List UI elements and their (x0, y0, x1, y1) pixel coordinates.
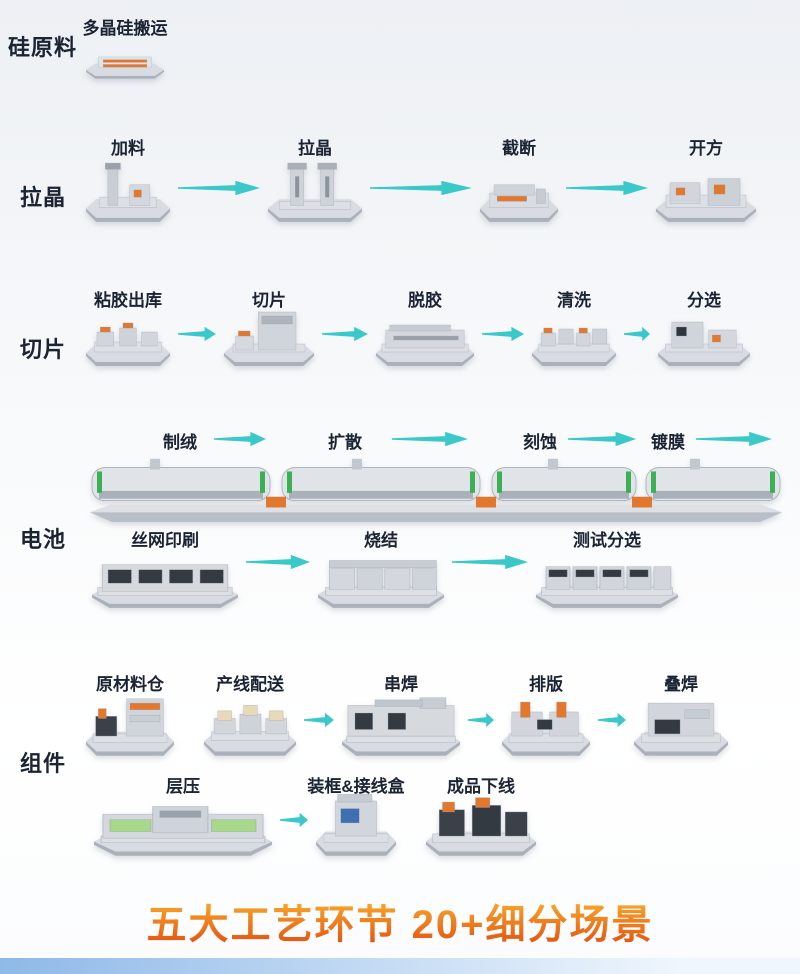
cleaning-machine-icon (532, 306, 616, 368)
wafer-sorting-machine-icon (658, 306, 750, 368)
cutting-machine-icon (480, 160, 558, 224)
layup-robot-machine-icon (502, 690, 590, 758)
flow-arrow-icon (392, 431, 468, 447)
line-delivery-carts-icon (204, 690, 296, 758)
flow-arrow-icon (566, 180, 648, 196)
flow-arrow-icon (624, 326, 650, 342)
step-label: 测试分选 (573, 531, 641, 550)
section-label: 电池 (20, 527, 67, 552)
section-label: 切片 (20, 337, 67, 362)
step-label: 刻蚀 (523, 433, 557, 452)
flow-arrow-icon (322, 326, 368, 342)
flow-arrow-icon (468, 712, 494, 728)
lamination-machine-icon (94, 790, 272, 858)
step-label: 加料 (111, 139, 145, 158)
test-sorting-machine-icon (536, 546, 678, 610)
flow-arrow-icon (178, 326, 216, 342)
step-label: 串焊 (384, 675, 418, 694)
step-label: 制绒 (163, 433, 197, 452)
step-label: 脱胶 (408, 291, 442, 310)
step-label: 清洗 (557, 291, 591, 310)
stack-welding-machine-icon (634, 690, 728, 758)
step-label: 多晶硅搬运 (82, 19, 168, 38)
feeder-machine-icon (86, 160, 170, 224)
page-title: 五大工艺环节 20+细分场景 (0, 892, 800, 950)
flow-arrow-icon (178, 180, 260, 196)
step-label: 原材料仓 (96, 675, 164, 694)
flow-arrow-icon (370, 180, 472, 196)
flow-arrow-icon (304, 712, 334, 728)
flow-arrow-icon (598, 712, 626, 728)
flow-arrow-icon (214, 431, 266, 447)
step-label: 扩散 (328, 433, 362, 452)
section-label: 拉晶 (20, 185, 67, 210)
footer-wave-decoration (0, 958, 800, 974)
glue-outbound-carts-icon (86, 306, 170, 368)
step-label: 丝网印刷 (131, 531, 199, 550)
flow-arrow-icon (452, 554, 528, 570)
step-label: 层压 (166, 777, 200, 796)
polysilicon-pallet-machine-icon (86, 38, 164, 80)
step-label: 切片 (252, 291, 286, 310)
crystal-puller-machine-icon (268, 160, 362, 224)
framing-junction-box-machine-icon (316, 790, 396, 858)
step-label: 产线配送 (216, 675, 284, 694)
section-label: 硅原料 (8, 35, 78, 60)
step-label: 排版 (529, 675, 563, 694)
finished-product-offline-icon (426, 790, 536, 858)
flow-arrow-icon (280, 812, 308, 828)
step-label: 成品下线 (447, 777, 515, 796)
string-welding-machine-icon (342, 690, 460, 758)
squaring-machine-icon (656, 160, 756, 224)
step-label: 烧结 (364, 531, 398, 550)
step-label: 截断 (502, 139, 536, 158)
flow-arrow-icon (696, 431, 772, 447)
degumming-machine-icon (376, 306, 474, 368)
screen-printing-machine-icon (92, 546, 238, 610)
step-label: 拉晶 (298, 139, 332, 158)
step-label: 开方 (689, 139, 723, 158)
step-label: 装框&接线盒 (307, 777, 405, 796)
step-label: 叠焊 (664, 675, 698, 694)
flow-arrow-icon (246, 554, 310, 570)
step-label: 分选 (687, 291, 721, 310)
slicing-machine-icon (224, 306, 314, 368)
raw-material-warehouse-icon (86, 690, 174, 758)
section-label: 组件 (20, 751, 67, 776)
step-label: 粘胶出库 (94, 291, 162, 310)
step-label: 镀膜 (651, 433, 685, 452)
sintering-machine-icon (318, 546, 444, 610)
flow-arrow-icon (482, 326, 524, 342)
flow-arrow-icon (568, 431, 636, 447)
cell-furnace-line-icon (90, 452, 782, 524)
